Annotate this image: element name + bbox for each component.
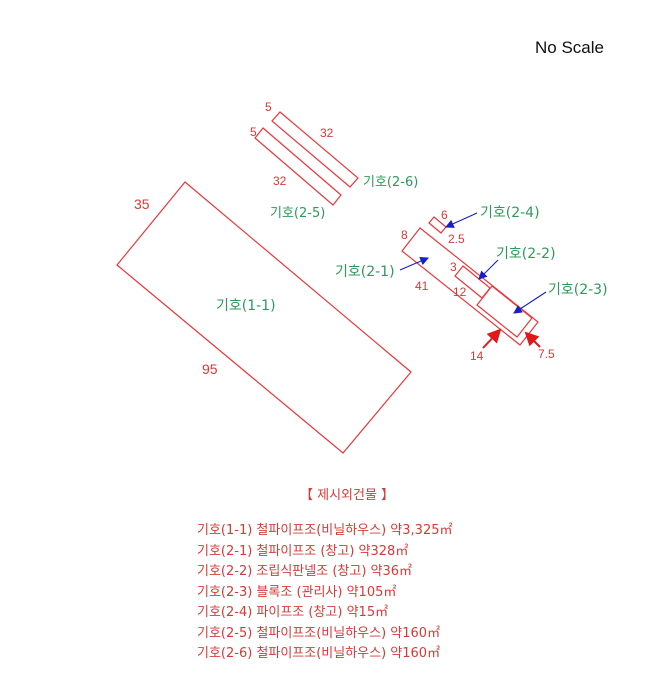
b22-pointer-arrow [478, 259, 499, 280]
b23-label: 기호(2-3) [548, 282, 608, 298]
b26-long-dimension: 32 [320, 126, 334, 140]
b23-width-marker-left [482, 328, 502, 349]
building-2-5-outline [254, 127, 342, 206]
b25-label: 기호(2-5) [270, 206, 325, 221]
legend-item: 기호(1-1) 철파이프조(비닐하우스) 약3,325㎡ [197, 523, 453, 538]
legend-item: 기호(2-2) 조립식판넬조 (창고) 약36㎡ [197, 564, 413, 579]
b22-label: 기호(2-2) [496, 246, 556, 262]
b23-short-dimension: 7.5 [538, 347, 555, 361]
b24-label: 기호(2-4) [480, 205, 540, 221]
b11-short-dimension: 35 [134, 196, 150, 212]
b26-short-dimension: 5 [265, 100, 272, 114]
legend-item: 기호(2-3) 블록조 (관리사) 약105㎡ [197, 584, 397, 600]
building-2-6-outline [271, 111, 359, 188]
b11-label: 기호(1-1) [216, 298, 276, 314]
b26-label: 기호(2-6) [363, 175, 418, 190]
building-2-3-outline [476, 285, 533, 338]
legend-item: 기호(2-6) 철파이프조(비닐하우스) 약160㎡ [197, 646, 441, 661]
b24-short-dimension: 6 [441, 208, 448, 222]
legend-item: 기호(2-4) 파이프조 (창고) 약15㎡ [197, 605, 389, 620]
b21-short-dimension: 8 [401, 228, 408, 242]
b24-pointer-arrow [444, 212, 478, 228]
b25-long-dimension: 32 [273, 174, 287, 188]
b21-pointer-arrow [399, 256, 430, 271]
building-1-1-outline [116, 181, 412, 454]
b21-label: 기호(2-1) [335, 264, 395, 280]
b24-long-dimension: 2.5 [448, 232, 465, 246]
legend-item: 기호(2-1) 철파이프조 (창고) 약328㎡ [197, 543, 409, 559]
b23-pointer-arrow [513, 291, 547, 314]
b23-width-marker-right [524, 331, 541, 348]
b22-long-dimension: 12 [453, 285, 467, 299]
legend-title: 【 제시외건물 】 [300, 488, 395, 503]
b25-short-dimension: 5 [250, 125, 257, 139]
b21-long-dimension: 41 [415, 279, 429, 293]
legend-list: 기호(1-1) 철파이프조(비닐하우스) 약3,325㎡ 기호(2-1) 철파이… [197, 521, 452, 665]
b11-long-dimension: 95 [202, 361, 218, 377]
b23-long-dimension: 14 [470, 349, 484, 363]
legend-item: 기호(2-5) 철파이프조(비닐하우스) 약160㎡ [197, 625, 441, 641]
building-2-4-outline [428, 216, 447, 234]
b22-short-dimension: 3 [450, 260, 457, 274]
scale-note: No Scale [535, 38, 604, 57]
